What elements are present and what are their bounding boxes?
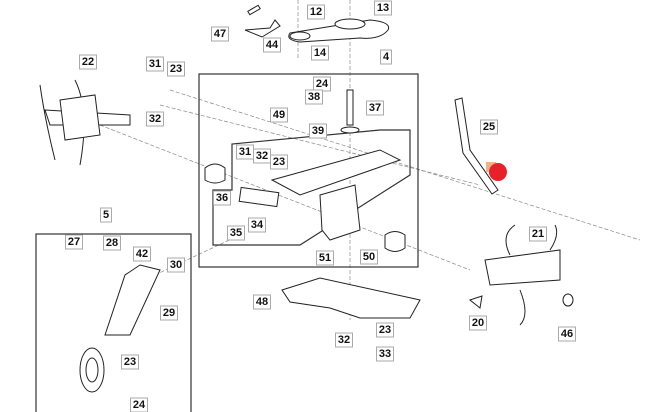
callout-48[interactable]: 48	[253, 294, 271, 310]
callout-24[interactable]: 24	[130, 397, 148, 412]
callout-number: 23	[124, 356, 136, 368]
callout-14[interactable]: 14	[311, 45, 329, 61]
callout-49[interactable]: 49	[270, 107, 288, 123]
callout-23[interactable]: 23	[121, 354, 139, 370]
callout-number: 24	[316, 78, 329, 90]
callout-number: 30	[170, 259, 182, 271]
callout-34[interactable]: 34	[248, 217, 266, 233]
callout-33[interactable]: 33	[376, 346, 394, 362]
belt-pulley	[244, 4, 390, 43]
callout-35[interactable]: 35	[227, 225, 245, 241]
callout-30[interactable]: 30	[167, 257, 185, 273]
callout-36[interactable]: 36	[213, 190, 231, 206]
callout-number: 32	[256, 150, 268, 162]
callout-number: 38	[308, 91, 320, 103]
callout-38[interactable]: 38	[305, 89, 323, 105]
callout-37[interactable]: 37	[366, 100, 384, 116]
callout-23[interactable]: 23	[270, 154, 288, 170]
callout-42[interactable]: 42	[133, 246, 151, 262]
callout-number: 28	[106, 237, 118, 249]
callout-number: 37	[369, 102, 381, 114]
callout-4[interactable]: 4	[380, 49, 392, 65]
callout-number: 39	[312, 125, 324, 137]
callout-27[interactable]: 27	[65, 234, 83, 250]
callout-number: 35	[230, 227, 242, 239]
callout-31[interactable]: 31	[146, 56, 164, 72]
callout-number: 48	[256, 296, 268, 308]
callout-25[interactable]: 25	[480, 119, 498, 135]
callout-5[interactable]: 5	[100, 207, 112, 223]
callout-20[interactable]: 20	[469, 315, 487, 331]
selection-marker[interactable]	[489, 163, 507, 181]
callout-number: 51	[319, 252, 331, 264]
callout-29[interactable]: 29	[160, 305, 178, 321]
callout-number: 50	[363, 251, 375, 263]
callout-number: 31	[149, 58, 161, 70]
callout-number: 31	[239, 146, 251, 158]
callout-number: 12	[310, 6, 322, 18]
callout-21[interactable]: 21	[529, 226, 547, 242]
callout-32[interactable]: 32	[253, 148, 271, 164]
tine-right	[468, 224, 574, 326]
callout-number: 34	[251, 219, 264, 231]
callout-39[interactable]: 39	[309, 123, 327, 139]
tine-left	[39, 79, 131, 166]
callout-number: 24	[133, 399, 146, 411]
callout-number: 4	[383, 51, 390, 63]
callout-number: 14	[314, 47, 327, 59]
callout-46[interactable]: 46	[558, 326, 576, 342]
callout-number: 21	[532, 228, 544, 240]
wheel-assembly-frame	[35, 233, 192, 412]
callout-22[interactable]: 22	[79, 54, 97, 70]
gearbox-assembly-frame	[198, 73, 419, 268]
callout-50[interactable]: 50	[360, 249, 378, 265]
callout-number: 44	[266, 39, 279, 51]
callout-number: 46	[561, 328, 573, 340]
callout-13[interactable]: 13	[374, 0, 392, 16]
callout-23[interactable]: 23	[376, 322, 394, 338]
callout-number: 32	[338, 334, 350, 346]
callout-32[interactable]: 32	[335, 332, 353, 348]
callout-32[interactable]: 32	[146, 111, 164, 127]
gearbox-housing	[204, 89, 406, 252]
callout-23[interactable]: 23	[167, 61, 185, 77]
callout-number: 49	[273, 109, 285, 121]
callout-28[interactable]: 28	[103, 235, 121, 251]
callout-number: 42	[136, 248, 148, 260]
callout-number: 5	[103, 209, 109, 221]
skid-plate	[281, 277, 421, 319]
callout-number: 29	[163, 307, 175, 319]
callout-12[interactable]: 12	[307, 4, 325, 20]
callout-number: 32	[149, 113, 161, 125]
callout-44[interactable]: 44	[263, 37, 281, 53]
callout-31[interactable]: 31	[236, 144, 254, 160]
callout-number: 20	[472, 317, 484, 329]
callout-number: 23	[170, 63, 182, 75]
handle-bar	[454, 97, 499, 195]
callout-47[interactable]: 47	[211, 26, 229, 42]
callout-number: 33	[379, 348, 391, 360]
callout-number: 25	[483, 121, 495, 133]
callout-number: 27	[68, 236, 80, 248]
callout-number: 47	[214, 28, 226, 40]
callout-number: 23	[379, 324, 391, 336]
callout-number: 22	[82, 56, 94, 68]
callout-number: 23	[273, 156, 285, 168]
callout-number: 36	[216, 192, 228, 204]
callout-number: 13	[377, 2, 389, 14]
callout-51[interactable]: 51	[316, 250, 334, 266]
depth-stake	[79, 264, 161, 393]
callout-24[interactable]: 24	[313, 76, 331, 92]
